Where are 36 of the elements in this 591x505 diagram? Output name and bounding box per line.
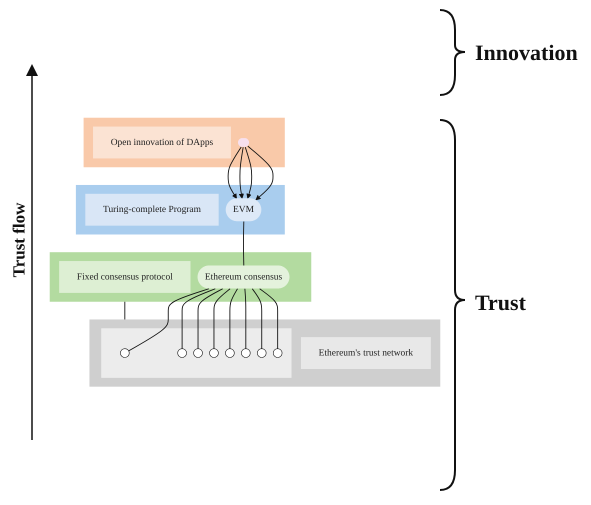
node-person [193, 348, 203, 358]
cluster [50, 252, 312, 302]
node-person [225, 348, 235, 358]
connector [243, 221, 244, 266]
connector [244, 288, 246, 350]
connector [128, 288, 210, 352]
node-person [177, 348, 187, 358]
arrow [238, 147, 244, 200]
node-person [257, 348, 266, 358]
node-box: Open innovation of DApps [93, 126, 231, 159]
axis-label: Trust flow [9, 202, 30, 278]
node-box: Fixed consensus protocol [59, 261, 190, 294]
cluster [89, 320, 440, 387]
node-ellipse [238, 138, 250, 148]
node-person [120, 348, 130, 358]
arrow [228, 146, 242, 200]
arrow [247, 146, 274, 201]
cluster [101, 328, 292, 378]
node-person [241, 348, 251, 358]
node-person [209, 348, 219, 358]
cluster [84, 118, 285, 168]
arrow [244, 147, 252, 200]
node-box: Turing-complete Program [85, 194, 219, 226]
bracket-label: Innovation [475, 40, 578, 66]
bracket-label: Trust [475, 290, 526, 316]
connector [229, 288, 238, 350]
connector [198, 288, 224, 350]
node-box: Ethereum's trust network [300, 337, 431, 370]
connector [214, 288, 231, 350]
node-person [272, 348, 282, 358]
node-box: Ethereum consensus [198, 266, 290, 289]
connector [182, 288, 216, 350]
connector [124, 302, 126, 320]
connector [252, 288, 262, 350]
cluster [76, 185, 285, 235]
connector [259, 288, 278, 350]
